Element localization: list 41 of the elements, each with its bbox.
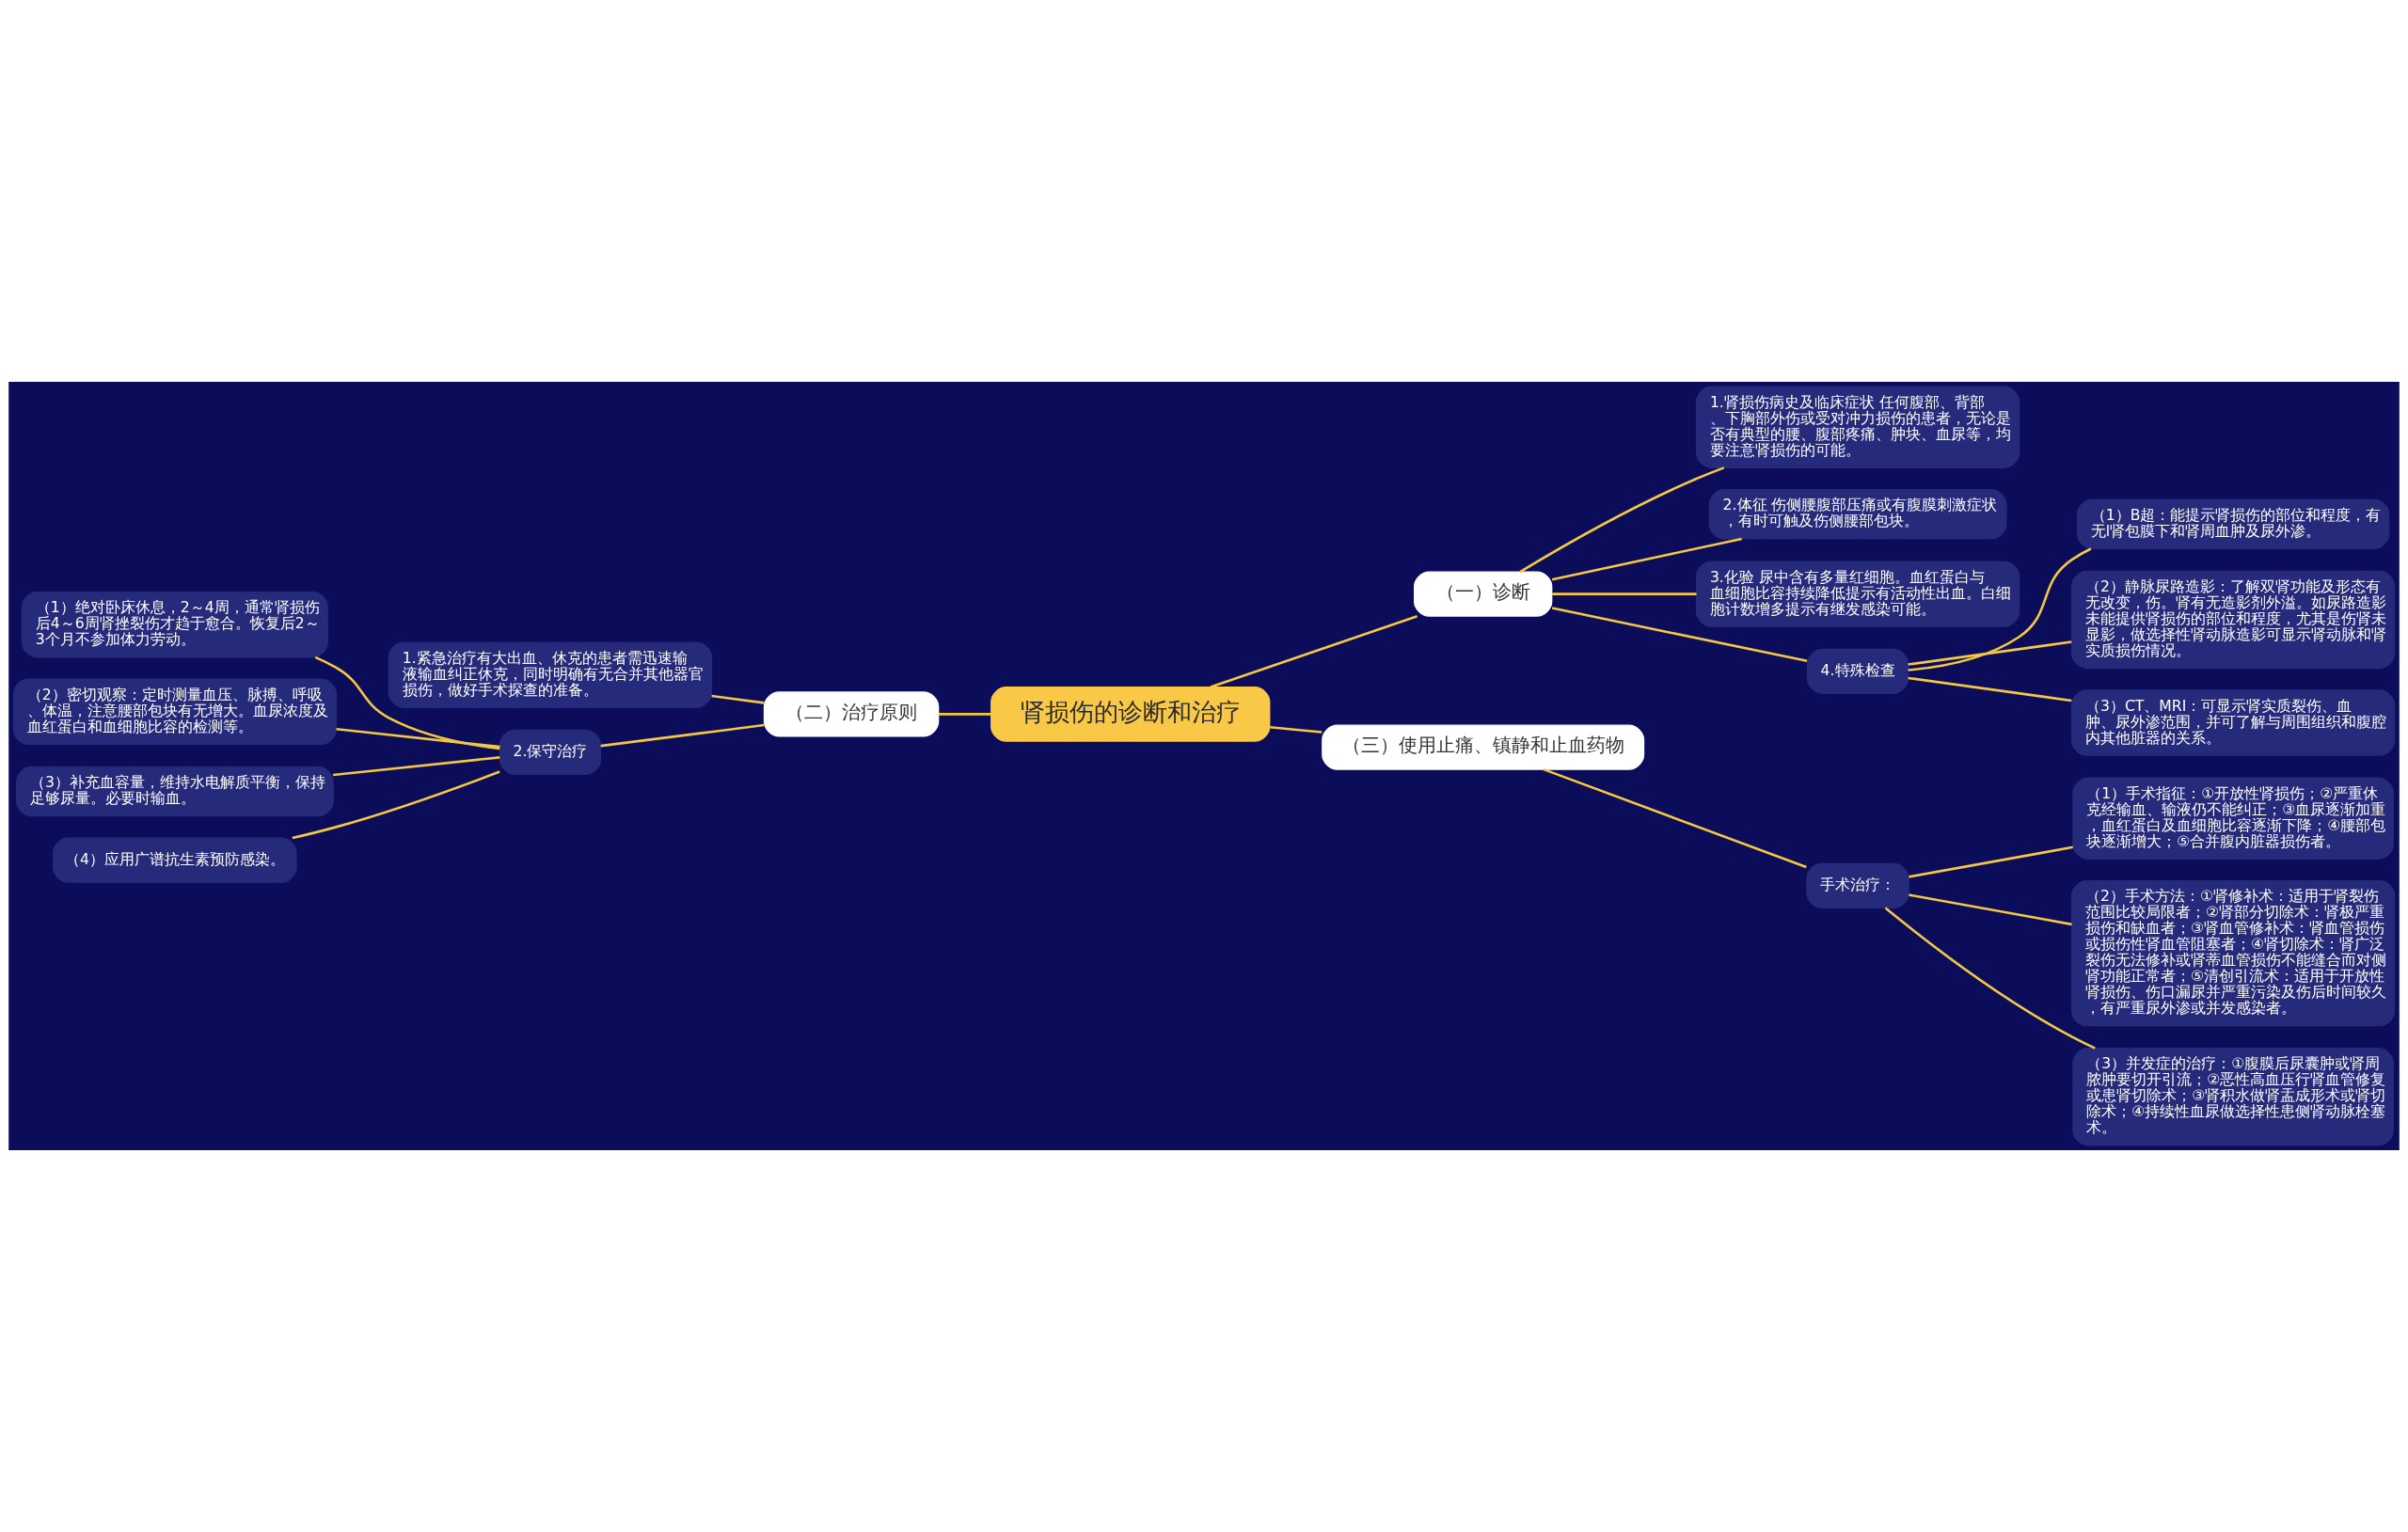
connector (1270, 726, 1323, 734)
node-box: （2）手术方法：①肾修补术：适用于肾裂伤范围比较局限者；②肾部分切除术：肾极严重损伤和缺血者；③肾血管修补术：肾血管损伤或损伤性肾血管阻塞者；④肾切除术：肾广泛裂伤无法修补或肾蒂血管损伤不能缝合而对侧肾功能正常者；⑤清创引流术：适用于开放性肾损伤、伤口漏尿并严重污染及伤后时间较久，有严重尿外渗或并发感染者。 (2071, 880, 2396, 1027)
node-box: 3.化验 尿中含有多量红细胞。血红蛋白与血细胞比容持续降低提示有活动性出血。白细胞计数增多提示有继发感染可能。 (1695, 561, 2020, 627)
node-box: （3）CT、MRI：可显示肾实质裂伤、血肿、尿外渗范围，并可了解与周围组织和腹腔内其他脏器的关系。 (2071, 689, 2396, 756)
connector (938, 713, 991, 716)
connector (711, 694, 765, 704)
node-box: （3）并发症的治疗：①腹膜后尿囊肿或肾周脓肿要切开引流；②恶性高血压行肾血管修复或患肾切除术；③肾积水做肾盂成形术或肾切除术；④持续性血尿做选择性患侧肾动脉栓塞术。 (2072, 1048, 2394, 1146)
connector (1908, 640, 2072, 666)
node-box: （1）手术指征：①开放性肾损伤；②严重休克经输血、输液仍不能纠正；③血尿逐渐加重，血红蛋白及血细胞比容逐渐下降；④腰部包块逐渐增大；⑤合并腹内脏器损伤者。 (2072, 777, 2394, 860)
node-box: 1.肾损伤病史及临床症状 任何腹部、背部、下胸部外伤或受对冲力损伤的患者，无论是否有典型的腰、腹部疼痛、肿块、血尿等，均要注意肾损伤的可能。 (1695, 386, 2020, 468)
node-box: 1.紧急治疗有大出血、休克的患者需迅速输液输血纠正休克，同时明确有无合并其他器官损伤，做好手术探查的准备。 (388, 641, 713, 708)
connector (336, 728, 500, 749)
node-box: 肾损伤的诊断和治疗 (990, 687, 1271, 742)
node-box: （1）B超：能提示肾损伤的部位和程度，有无l肾包膜下和肾周血肿及尿外渗。 (2076, 498, 2390, 549)
node-box: 2.保守治疗 (499, 729, 602, 775)
connector (333, 756, 500, 777)
node-box: 2.体征 伤侧腰腹部压痛或有腹膜刺激症状，有时可触及伤侧腰部包块。 (1708, 489, 2007, 540)
connector (1909, 845, 2074, 878)
node-box: （4）应用广谱抗生素预防感染。 (53, 837, 297, 883)
connector (1909, 893, 2072, 926)
node-box: （二）治疗原则 (763, 691, 940, 737)
connector (1543, 767, 1807, 869)
connector (1551, 607, 1808, 663)
node-box: （3）补充血容量，维持水电解质平衡，保持足够尿量。必要时输血。 (16, 766, 334, 817)
node-box: （2）密切观察：定时测量血压、脉搏、呼吸、体温，注意腰部包块有无增大。血尿浓度及血红蛋白和血细胞比容的检测等。 (12, 678, 337, 745)
node-box: 手术治疗： (1806, 862, 1909, 909)
node-box: （一）诊断 (1414, 571, 1553, 617)
connector (600, 723, 765, 748)
connector (1884, 907, 2096, 1050)
connector (1519, 466, 1725, 574)
connector (1908, 676, 2072, 703)
node-box: 4.特殊检查 (1806, 648, 1909, 694)
connector (1552, 592, 1697, 595)
node-box: （1）绝对卧床休息，2～4周，通常肾损伤后4～6周肾挫裂伤才趋于愈合。恢复后2～3个月不参加体力劳动。 (21, 592, 328, 658)
node-box: （三）使用止痛、镇静和止血药物 (1322, 724, 1645, 770)
connector (1908, 547, 2092, 671)
connector (1551, 537, 1742, 581)
connector (1210, 614, 1418, 688)
connector (314, 655, 500, 750)
connector (292, 770, 500, 840)
node-box: （2）静脉尿路造影：了解双肾功能及形态有无改变，伤。肾有无造影剂外溢。如尿路造影未能提供肾损伤的部位和程度，尤其是伤肾未显影，做选择性肾动脉造影可显示肾动脉和肾实质损伤情况。 (2071, 570, 2396, 670)
